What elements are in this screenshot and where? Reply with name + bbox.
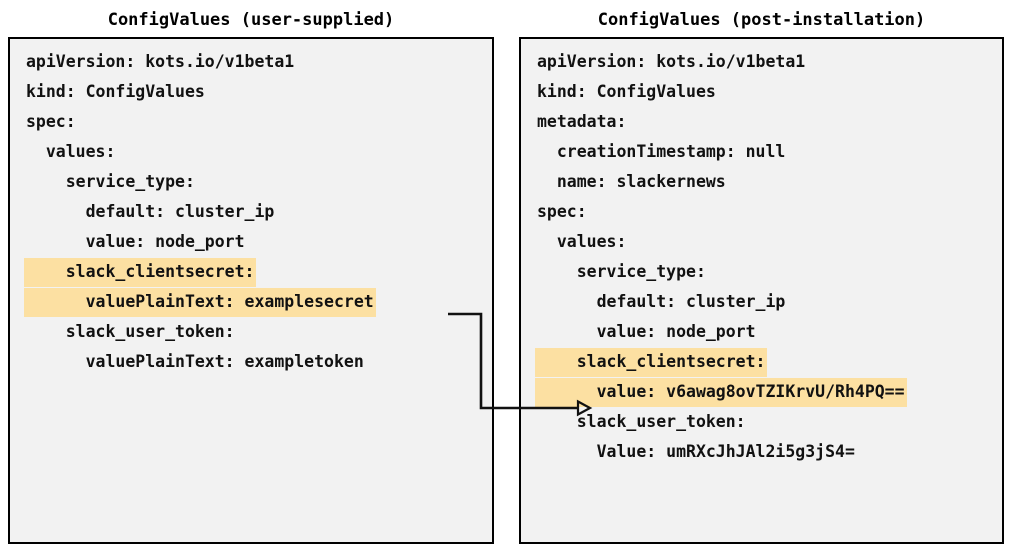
- code-line-text: kind: ConfigValues: [26, 82, 205, 101]
- right-panel-title: ConfigValues (post-installation): [597, 10, 926, 30]
- code-line-text: service_type:: [537, 262, 706, 281]
- code-line: valuePlainText: examplesecret: [10, 287, 492, 317]
- code-line: values:: [10, 137, 492, 167]
- code-line: service_type:: [521, 257, 1002, 287]
- code-line-text: creationTimestamp: null: [537, 142, 786, 161]
- code-line-text: slack_clientsecret:: [24, 258, 257, 287]
- code-line: default: cluster_ip: [10, 197, 492, 227]
- code-line-text: value: v6awag8ovTZIKrvU/Rh4PQ==: [535, 378, 907, 407]
- code-line: spec:: [10, 107, 492, 137]
- code-line-text: metadata:: [537, 112, 627, 131]
- code-line: default: cluster_ip: [521, 287, 1002, 317]
- code-line-text: slack_clientsecret:: [535, 348, 768, 377]
- code-line: value: v6awag8ovTZIKrvU/Rh4PQ==: [521, 377, 1002, 407]
- code-line: slack_clientsecret:: [10, 257, 492, 287]
- code-line-text: value: node_port: [537, 322, 756, 341]
- code-line: creationTimestamp: null: [521, 137, 1002, 167]
- right-configvalues-panel: apiVersion: kots.io/v1beta1 kind: ConfigV…: [519, 37, 1004, 544]
- code-line: Value: umRXcJhJAl2i5g3jS4=: [521, 437, 1002, 467]
- code-line: name: slackernews: [521, 167, 1002, 197]
- left-panel-title: ConfigValues (user-supplied): [107, 10, 395, 30]
- code-line: kind: ConfigValues: [521, 77, 1002, 107]
- code-line: value: node_port: [521, 317, 1002, 347]
- code-line-text: slack_user_token:: [537, 412, 746, 431]
- code-line-text: name: slackernews: [537, 172, 726, 191]
- code-line: spec:: [521, 197, 1002, 227]
- code-line: value: node_port: [10, 227, 492, 257]
- right-code-block: apiVersion: kots.io/v1beta1 kind: ConfigV…: [521, 47, 1002, 467]
- code-line-text: apiVersion: kots.io/v1beta1: [537, 52, 806, 71]
- code-line-text: valuePlainText: examplesecret: [24, 288, 376, 317]
- code-line-text: spec:: [26, 112, 76, 131]
- code-line: apiVersion: kots.io/v1beta1: [521, 47, 1002, 77]
- code-line-text: default: cluster_ip: [537, 292, 786, 311]
- left-configvalues-panel: apiVersion: kots.io/v1beta1 kind: ConfigV…: [8, 37, 494, 544]
- code-line: apiVersion: kots.io/v1beta1: [10, 47, 492, 77]
- code-line-text: default: cluster_ip: [26, 202, 275, 221]
- code-line-text: service_type:: [26, 172, 195, 191]
- code-line: slack_user_token:: [10, 317, 492, 347]
- code-line: service_type:: [10, 167, 492, 197]
- code-line: slack_clientsecret:: [521, 347, 1002, 377]
- code-line-text: apiVersion: kots.io/v1beta1: [26, 52, 295, 71]
- code-line-text: values:: [537, 232, 627, 251]
- code-line: metadata:: [521, 107, 1002, 137]
- code-line-text: spec:: [537, 202, 587, 221]
- left-code-block: apiVersion: kots.io/v1beta1 kind: ConfigV…: [10, 47, 492, 377]
- code-line-text: value: node_port: [26, 232, 245, 251]
- code-line: valuePlainText: exampletoken: [10, 347, 492, 377]
- code-line: values:: [521, 227, 1002, 257]
- code-line-text: kind: ConfigValues: [537, 82, 716, 101]
- code-line-text: values:: [26, 142, 116, 161]
- code-line: kind: ConfigValues: [10, 77, 492, 107]
- code-line: slack_user_token:: [521, 407, 1002, 437]
- code-line-text: valuePlainText: exampletoken: [26, 352, 364, 371]
- code-line-text: slack_user_token:: [26, 322, 235, 341]
- code-line-text: Value: umRXcJhJAl2i5g3jS4=: [537, 442, 855, 461]
